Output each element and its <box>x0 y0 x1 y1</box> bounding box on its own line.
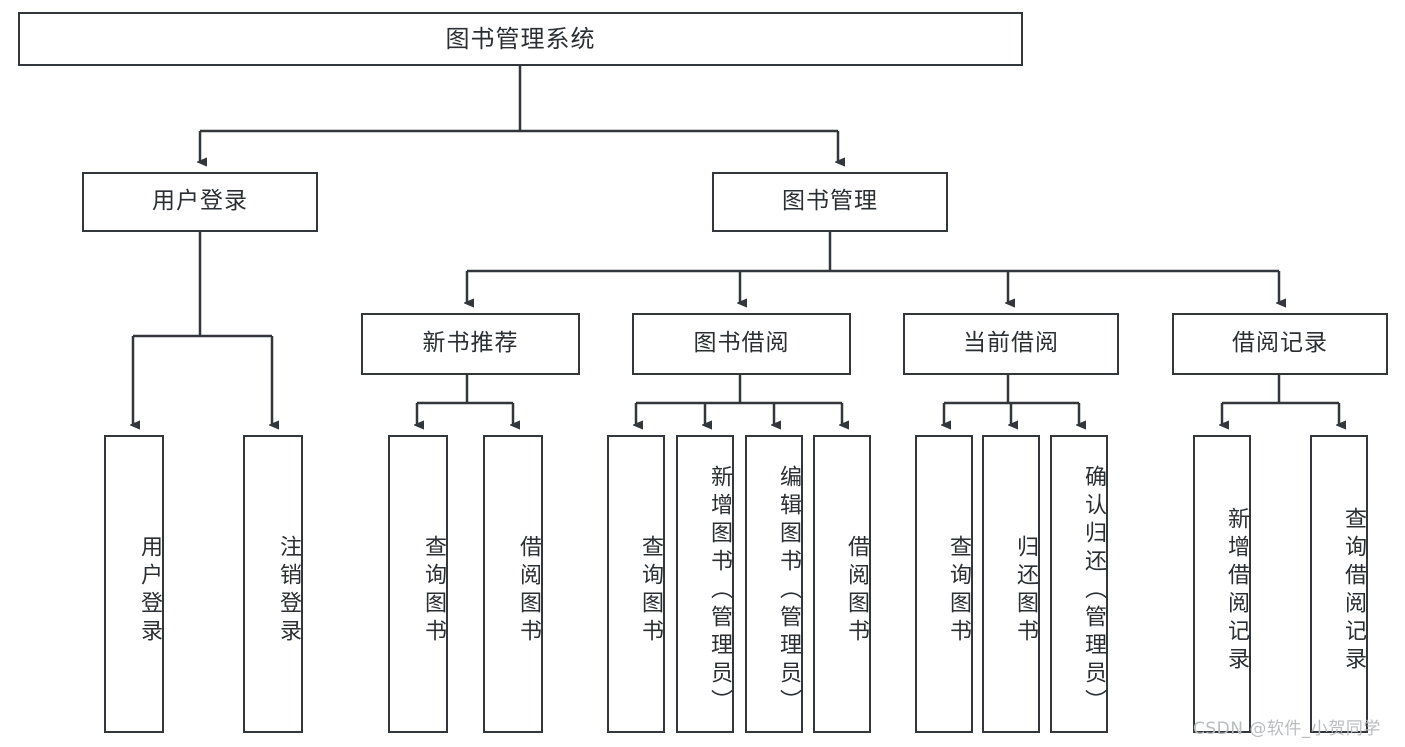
node-label: 注销登录 <box>276 535 301 647</box>
node-label: 借阅图书 <box>516 535 541 647</box>
node-label: 新增图书（管理员） <box>707 465 732 717</box>
leaf-new-book-borrow[interactable]: 借阅图书 <box>483 435 543 733</box>
leaf-current-borrow-query[interactable]: 查询图书 <box>915 435 973 733</box>
node-label: 查询图书 <box>946 535 971 647</box>
leaf-book-borrow-add[interactable]: 新增图书（管理员） <box>676 435 734 733</box>
node-label: 查询图书 <box>638 535 663 647</box>
node-user-login[interactable]: 用户登录 <box>82 172 318 232</box>
node-label: 查询借阅记录 <box>1341 507 1366 675</box>
leaf-current-borrow-return[interactable]: 归还图书 <box>982 435 1040 733</box>
leaf-borrow-record-query[interactable]: 查询借阅记录 <box>1310 435 1368 733</box>
node-label: 图书借阅 <box>693 330 790 357</box>
leaf-new-book-query[interactable]: 查询图书 <box>388 435 448 733</box>
node-label: 编辑图书（管理员） <box>776 465 801 717</box>
node-borrow-record[interactable]: 借阅记录 <box>1172 313 1388 375</box>
node-label: 借阅记录 <box>1232 330 1328 357</box>
node-current-borrow[interactable]: 当前借阅 <box>903 313 1119 375</box>
node-label: 用户登录 <box>137 535 162 647</box>
node-book-borrow[interactable]: 图书借阅 <box>632 313 851 375</box>
node-label: 归还图书 <box>1013 535 1038 647</box>
node-label: 查询图书 <box>421 535 446 647</box>
leaf-borrow-record-add[interactable]: 新增借阅记录 <box>1193 435 1251 733</box>
node-label: 确认归还（管理员） <box>1081 465 1106 717</box>
node-new-book-recommend[interactable]: 新书推荐 <box>361 313 580 375</box>
node-label: 用户登录 <box>152 188 248 215</box>
node-root-system[interactable]: 图书管理系统 <box>18 12 1023 66</box>
leaf-book-borrow-edit[interactable]: 编辑图书（管理员） <box>745 435 803 733</box>
node-book-management[interactable]: 图书管理 <box>712 172 948 232</box>
node-label: 借阅图书 <box>844 535 869 647</box>
node-label: 当前借阅 <box>963 330 1059 357</box>
node-label: 图书管理系统 <box>445 24 596 53</box>
leaf-user-login-login[interactable]: 用户登录 <box>104 435 164 733</box>
leaf-current-borrow-confirm[interactable]: 确认归还（管理员） <box>1050 435 1108 733</box>
leaf-book-borrow-borrow[interactable]: 借阅图书 <box>813 435 871 733</box>
csdn-watermark: CSDN @软件_小贺同学 <box>1193 719 1381 739</box>
node-label: 图书管理 <box>782 188 878 215</box>
leaf-user-login-logout[interactable]: 注销登录 <box>243 435 303 733</box>
node-label: 新书推荐 <box>422 330 519 357</box>
node-label: 新增借阅记录 <box>1224 507 1249 675</box>
leaf-book-borrow-query[interactable]: 查询图书 <box>607 435 665 733</box>
